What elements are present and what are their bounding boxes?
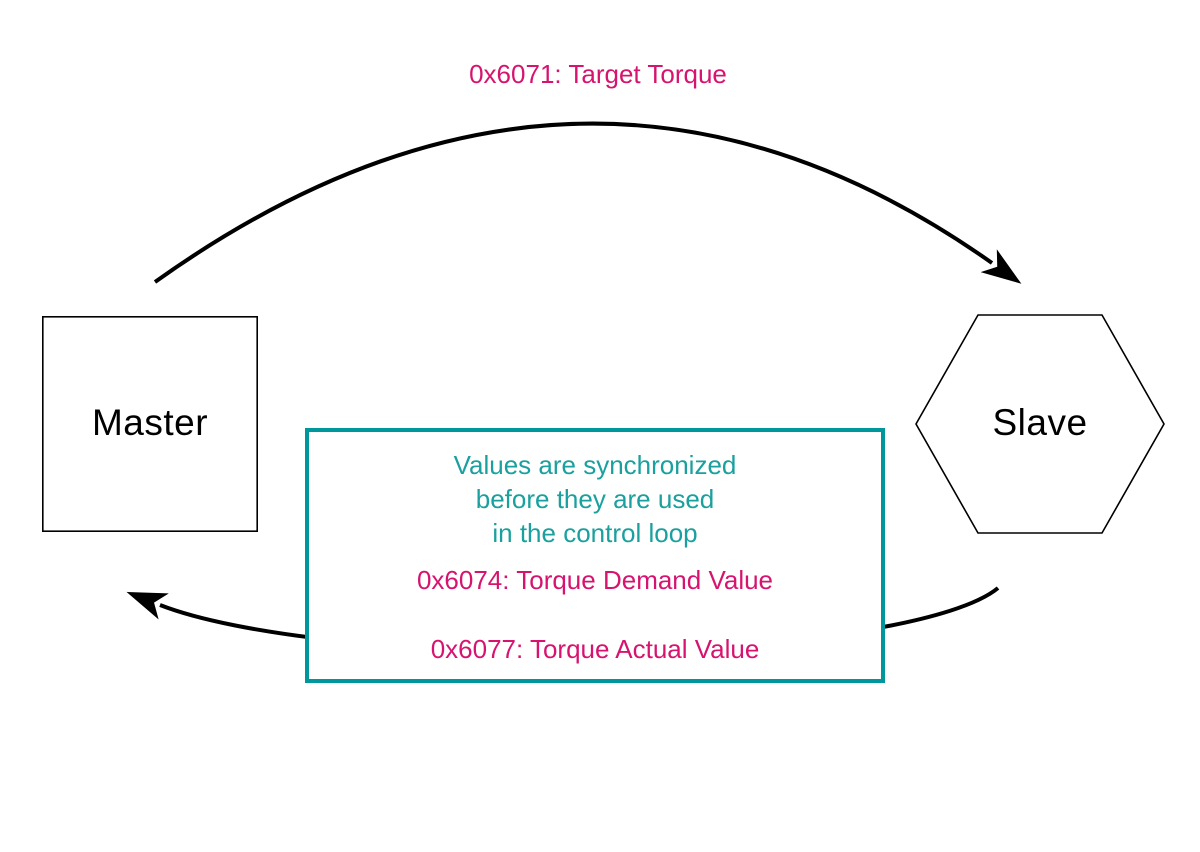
slave-node-label: Slave: [992, 402, 1088, 443]
torque-demand-label: 0x6074: Torque Demand Value: [416, 565, 774, 595]
torque-actual-label: 0x6077: Torque Actual Value: [430, 634, 760, 664]
sync-note-box: Values are synchronized before they are …: [305, 428, 885, 683]
sync-note-line-2: before they are used: [475, 484, 715, 514]
master-node-shape: [41, 315, 258, 532]
target-torque-label: 0x6071: Target Torque: [469, 59, 727, 89]
sync-note-line-1: Values are synchronized: [453, 450, 737, 480]
sync-note-line-3: in the control loop: [492, 518, 698, 548]
slave-node-shape: [915, 314, 1165, 534]
master-node-label: Master: [91, 402, 209, 443]
master-to-slave-arrow: [153, 121, 1022, 284]
